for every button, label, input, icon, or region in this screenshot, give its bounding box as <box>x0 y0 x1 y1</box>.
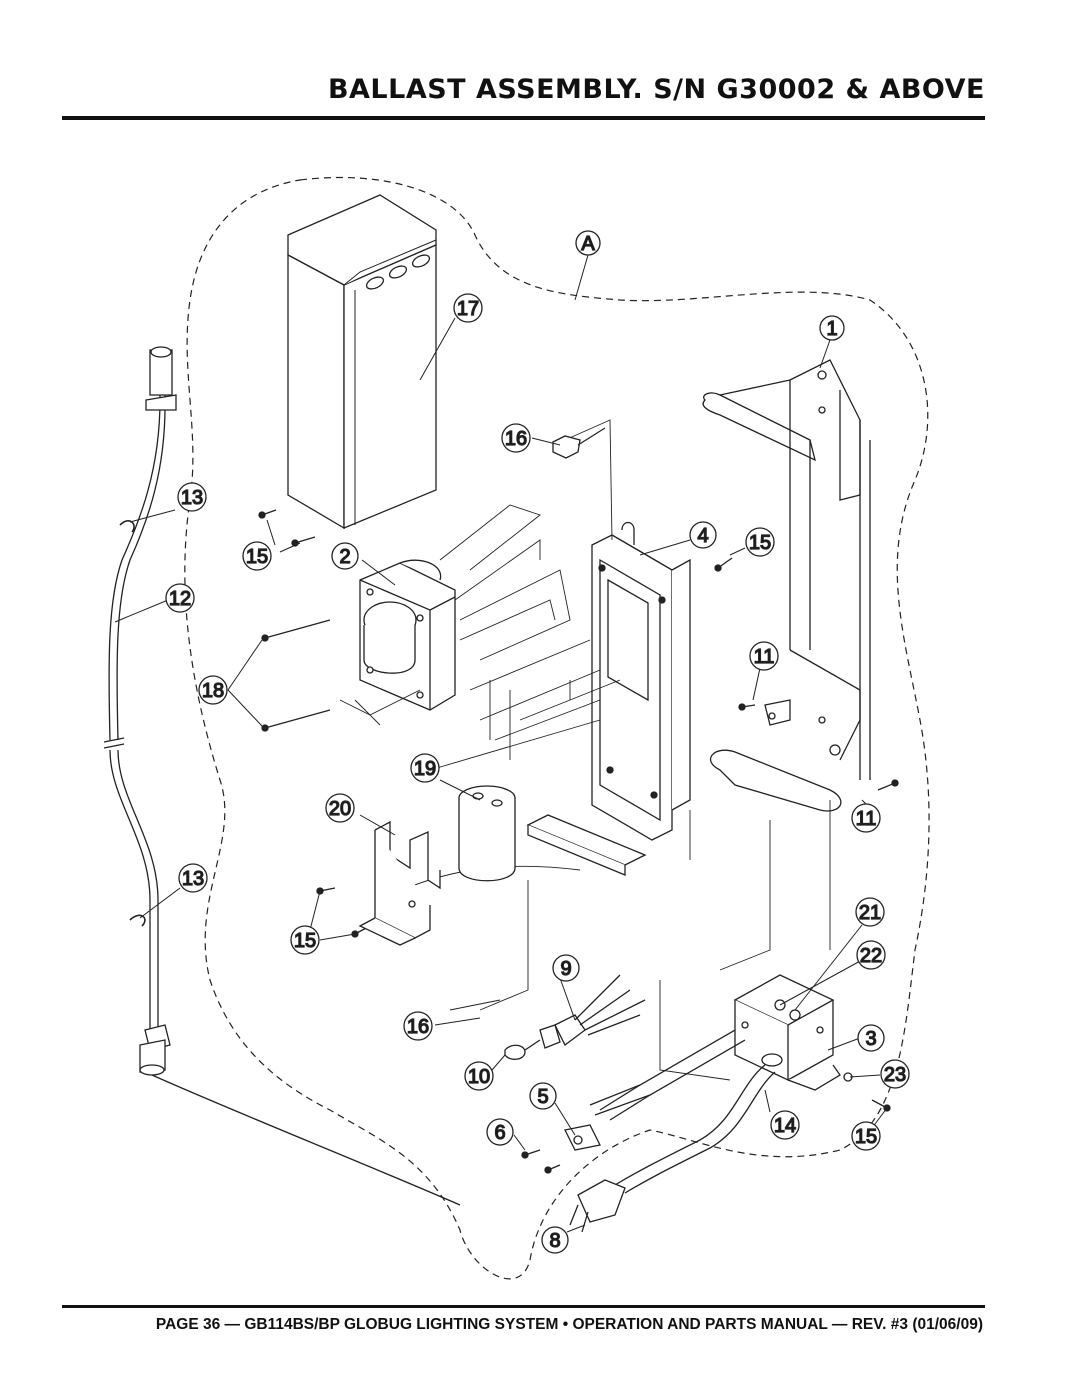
callout-4: 4 <box>689 521 717 549</box>
svg-text:11: 11 <box>754 646 775 668</box>
page-footer: PAGE 36 — GB114BS/BP GLOBUG LIGHTING SYS… <box>155 1316 983 1333</box>
callout-11-b: 11 <box>851 803 881 833</box>
svg-text:A: A <box>581 233 595 255</box>
mounting-frame <box>702 359 871 812</box>
callout-22: 22 <box>856 940 886 970</box>
svg-text:8: 8 <box>549 1230 560 1252</box>
footer-rule <box>62 1305 985 1308</box>
callout-18: 18 <box>198 675 228 705</box>
callout-15-a: 15 <box>745 527 775 557</box>
svg-text:15: 15 <box>246 546 268 568</box>
callout-20: 20 <box>325 793 355 823</box>
svg-text:3: 3 <box>865 1028 876 1050</box>
ballast-assembly-diagram: A 17 1 16 13 4 15 15 2 12 11 18 19 20 11… <box>103 176 930 1280</box>
leader-lines <box>114 254 888 1233</box>
page-title: BALLAST ASSEMBLY. S/N G30002 & ABOVE <box>327 74 985 105</box>
svg-text:16: 16 <box>407 1016 429 1038</box>
callout-16-lower: 16 <box>403 1011 433 1041</box>
callout-13-lower: 13 <box>178 863 208 893</box>
callout-2: 2 <box>331 542 359 570</box>
svg-text:10: 10 <box>468 1066 490 1088</box>
cable-assembly <box>103 346 461 1206</box>
svg-text:15: 15 <box>749 532 771 554</box>
power-cord <box>564 1029 776 1233</box>
svg-text:16: 16 <box>505 428 527 450</box>
svg-text:17: 17 <box>457 298 479 320</box>
callout-17: 17 <box>453 293 483 323</box>
callout-21: 21 <box>855 897 885 927</box>
svg-text:18: 18 <box>202 680 224 702</box>
svg-text:12: 12 <box>169 588 191 610</box>
callout-11-a: 11 <box>749 641 779 671</box>
svg-text:2: 2 <box>339 546 350 568</box>
svg-text:5: 5 <box>537 1086 548 1108</box>
ballast-transformer <box>359 559 456 711</box>
svg-text:1: 1 <box>826 318 837 340</box>
assembly-boundary <box>184 176 930 1280</box>
svg-text:13: 13 <box>182 868 204 890</box>
ballast-cover <box>287 194 437 530</box>
callout-15-d: 15 <box>851 1121 881 1151</box>
svg-text:22: 22 <box>860 945 882 967</box>
callout-16-upper: 16 <box>501 423 531 453</box>
svg-text:20: 20 <box>329 798 351 820</box>
callout-9: 9 <box>552 954 580 982</box>
callout-5: 5 <box>529 1082 557 1110</box>
callout-10: 10 <box>464 1061 494 1091</box>
bracket-piece <box>764 699 791 726</box>
title-rule <box>62 116 985 120</box>
callout-15-c: 15 <box>290 925 320 955</box>
callout-14: 14 <box>770 1110 800 1140</box>
svg-text:9: 9 <box>560 958 571 980</box>
callout-8: 8 <box>541 1226 569 1254</box>
capacitor-bracket <box>358 820 441 946</box>
svg-text:14: 14 <box>774 1115 796 1137</box>
callout-23: 23 <box>880 1059 910 1089</box>
callout-15-b: 15 <box>242 541 272 571</box>
svg-text:6: 6 <box>494 1122 505 1144</box>
callout-12: 12 <box>165 583 195 613</box>
callout-6: 6 <box>486 1118 514 1146</box>
callout-A: A <box>575 230 601 256</box>
callout-13-upper: 13 <box>177 482 207 512</box>
svg-text:11: 11 <box>856 808 877 830</box>
switch-wiring <box>504 974 646 1060</box>
callout-3: 3 <box>857 1024 885 1052</box>
svg-text:15: 15 <box>855 1126 877 1148</box>
svg-text:23: 23 <box>884 1064 906 1086</box>
junction-box <box>733 974 853 1091</box>
svg-text:13: 13 <box>181 487 203 509</box>
mounting-plate <box>526 521 691 876</box>
screw-16-upper <box>552 427 606 459</box>
guide-lines <box>339 419 831 1081</box>
svg-text:4: 4 <box>697 525 708 547</box>
svg-text:15: 15 <box>294 930 316 952</box>
svg-text:21: 21 <box>859 902 881 924</box>
long-screws <box>261 619 331 732</box>
svg-text:19: 19 <box>414 758 436 780</box>
callout-1: 1 <box>819 315 845 341</box>
callout-19: 19 <box>410 753 440 783</box>
capacitor <box>458 785 516 882</box>
